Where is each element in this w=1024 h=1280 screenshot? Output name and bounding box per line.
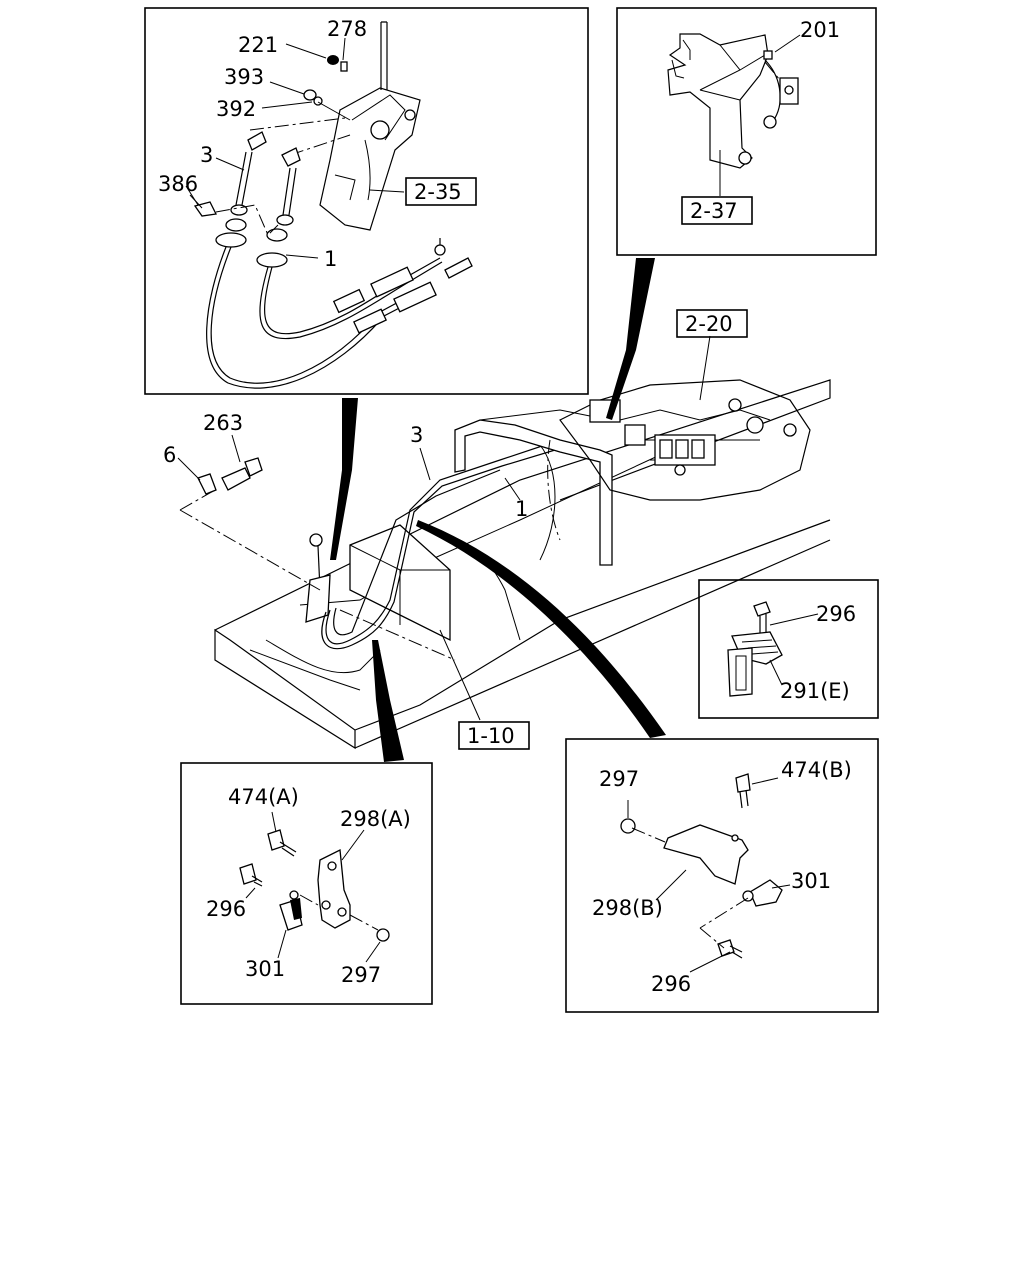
callout-386: 386 [158, 172, 198, 196]
callout-221: 221 [238, 33, 278, 57]
callout-297-right: 297 [599, 767, 639, 791]
ref-box-2-35[interactable]: 2-35 [405, 177, 477, 206]
callout-201: 201 [800, 18, 840, 42]
callout-3-inset: 3 [200, 143, 213, 167]
inset-bottom-left [180, 762, 433, 1005]
ref-2-35[interactable]: 2-35 [414, 180, 462, 204]
callout-263: 263 [203, 411, 243, 435]
callout-296-bottom: 296 [651, 972, 691, 996]
callout-298b: 298(B) [592, 896, 663, 920]
part-263-6 [177, 434, 263, 495]
callout-301-right: 301 [791, 869, 831, 893]
callout-297-left: 297 [341, 963, 381, 987]
callout-474a: 474(A) [228, 785, 299, 809]
callout-3-main: 3 [410, 423, 423, 447]
callout-278: 278 [327, 17, 367, 41]
ref-box-2-20[interactable]: 2-20 [676, 309, 748, 338]
ref-1-10[interactable]: 1-10 [467, 724, 515, 748]
callout-291e: 291(E) [780, 679, 850, 703]
callout-392: 392 [216, 97, 256, 121]
callout-301-left: 301 [245, 957, 285, 981]
ref-2-37[interactable]: 2-37 [690, 199, 738, 223]
callout-1-main: 1 [515, 497, 528, 521]
callout-6: 6 [163, 443, 176, 467]
inset-bracket [616, 7, 877, 256]
inset-291e [698, 579, 879, 719]
ref-2-20[interactable]: 2-20 [685, 312, 733, 336]
connector-arrows [330, 258, 666, 762]
callout-298a: 298(A) [340, 807, 411, 831]
ref-box-1-10[interactable]: 1-10 [458, 721, 530, 750]
callout-474b: 474(B) [781, 758, 852, 782]
inset-bottom-right [565, 738, 879, 1013]
callout-296-left: 296 [206, 897, 246, 921]
callout-393: 393 [224, 65, 264, 89]
inset-shift-cables [144, 7, 589, 395]
ref-box-2-37[interactable]: 2-37 [681, 196, 753, 225]
callout-296-right: 296 [816, 602, 856, 626]
main-assembly [179, 335, 831, 750]
callout-1-inset: 1 [324, 247, 337, 271]
